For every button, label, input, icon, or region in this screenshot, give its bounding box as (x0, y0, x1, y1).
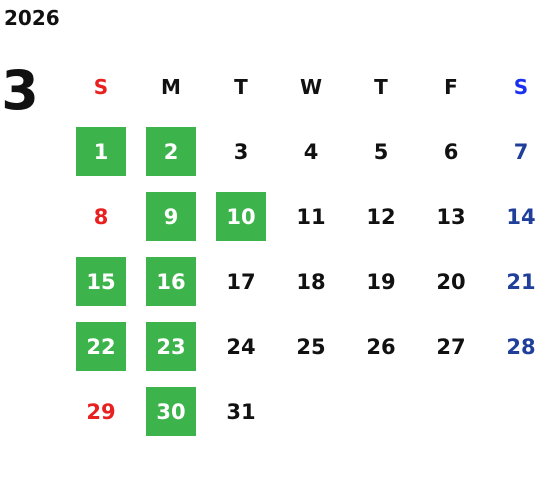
day-cell[interactable]: 14 (506, 204, 536, 229)
day-cell[interactable]: 23 (136, 314, 206, 379)
weekday-saturday: S (513, 74, 529, 99)
weekday-thursday: T (374, 74, 388, 99)
empty-day-cell (346, 379, 416, 444)
year-label: 2026 (4, 6, 60, 30)
day-cell[interactable]: 7 (513, 139, 529, 164)
weekday-tuesday: T (234, 74, 248, 99)
day-cell[interactable]: 10 (206, 184, 276, 249)
day-cell[interactable]: 27 (436, 334, 466, 359)
day-cell[interactable]: 26 (366, 334, 396, 359)
day-cell[interactable]: 29 (86, 399, 116, 424)
day-cell[interactable]: 11 (296, 204, 326, 229)
weekday-sunday: S (93, 74, 109, 99)
day-cell[interactable]: 17 (226, 269, 256, 294)
day-cell[interactable]: 19 (366, 269, 396, 294)
day-cell[interactable]: 20 (436, 269, 466, 294)
empty-day-cell (486, 379, 548, 444)
day-cell[interactable]: 13 (436, 204, 466, 229)
day-cell[interactable]: 12 (366, 204, 396, 229)
day-cell[interactable]: 18 (296, 269, 326, 294)
day-cell[interactable]: 3 (233, 139, 249, 164)
day-cell[interactable]: 5 (373, 139, 389, 164)
day-cell[interactable]: 6 (443, 139, 459, 164)
day-cell[interactable]: 28 (506, 334, 536, 359)
day-cell[interactable]: 16 (136, 249, 206, 314)
day-cell[interactable]: 4 (303, 139, 319, 164)
empty-day-cell (276, 379, 346, 444)
empty-day-cell (416, 379, 486, 444)
day-cell[interactable]: 2 (136, 119, 206, 184)
month-label: 3 (1, 59, 39, 122)
day-cell[interactable]: 25 (296, 334, 326, 359)
weekday-friday: F (444, 74, 458, 99)
day-cell[interactable]: 30 (136, 379, 206, 444)
day-cell[interactable]: 1 (66, 119, 136, 184)
calendar-grid: S M T W T F S 1 2 3 4 5 6 7 8 9 10 11 12… (66, 54, 548, 444)
day-cell[interactable]: 31 (226, 399, 256, 424)
day-cell[interactable]: 24 (226, 334, 256, 359)
day-cell[interactable]: 8 (93, 204, 109, 229)
day-cell[interactable]: 15 (66, 249, 136, 314)
day-cell[interactable]: 21 (506, 269, 536, 294)
day-cell[interactable]: 9 (136, 184, 206, 249)
weekday-monday: M (161, 74, 181, 99)
weekday-wednesday: W (299, 74, 323, 99)
day-cell[interactable]: 22 (66, 314, 136, 379)
